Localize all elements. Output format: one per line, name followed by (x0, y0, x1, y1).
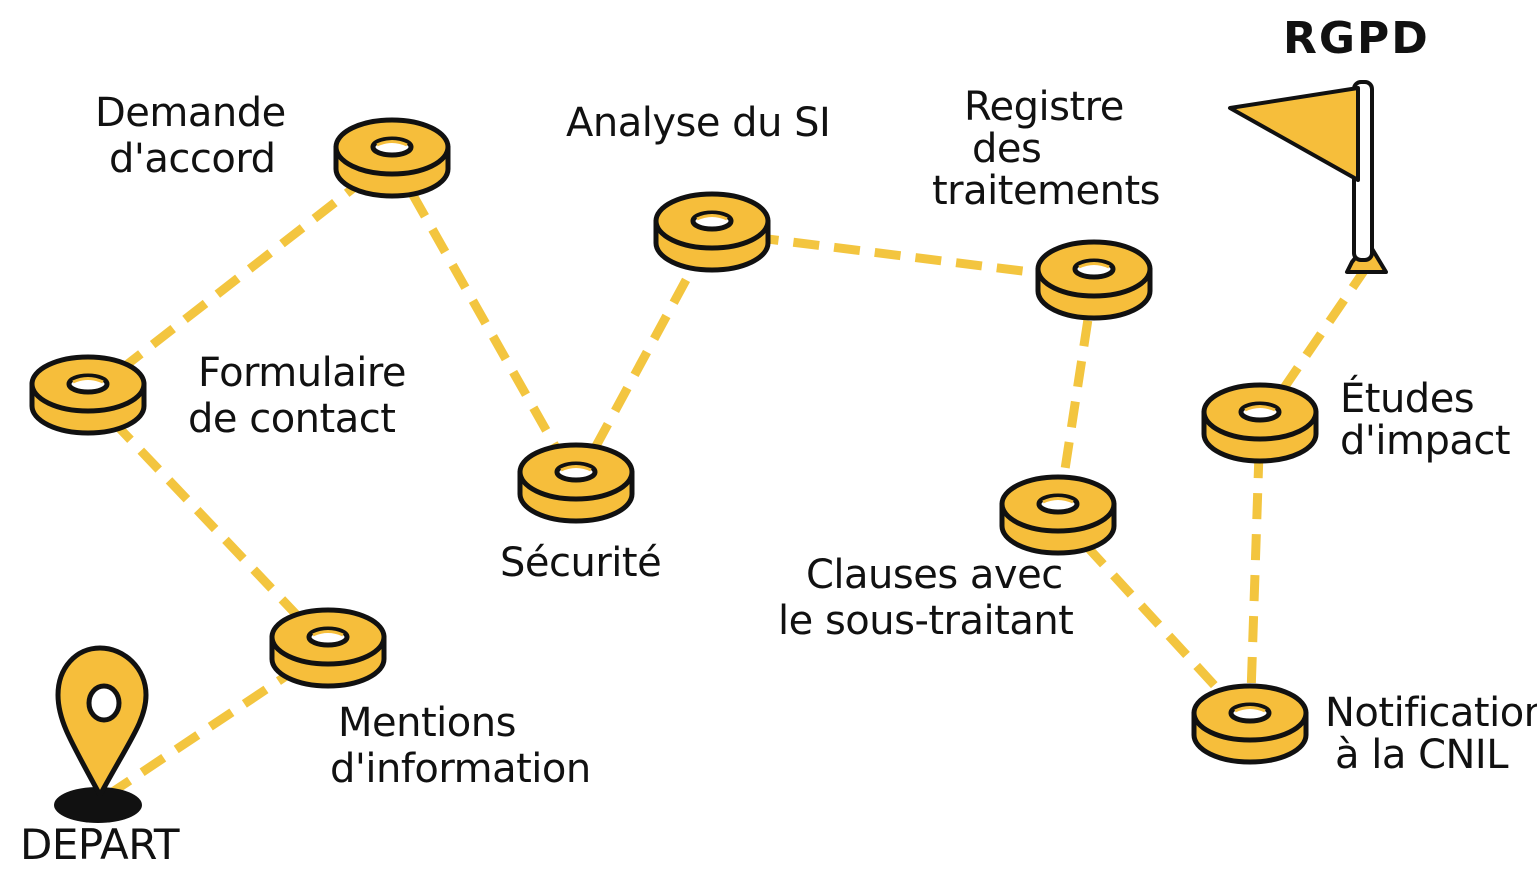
start-marker (54, 645, 149, 823)
step-label-analyse: Analyse du SI (566, 100, 831, 146)
goal-title: RGPD (1283, 13, 1430, 64)
step-node-securite (517, 442, 635, 524)
route-segment (85, 154, 395, 399)
step-node-notification (1191, 683, 1309, 765)
step-nodes (29, 117, 1319, 765)
start-label: DEPART (20, 820, 180, 869)
step-node-registre (1035, 239, 1153, 321)
step-node-etudes (1201, 382, 1319, 464)
flag-icon (1228, 80, 1388, 274)
route-segment (1256, 265, 1370, 426)
step-node-analyse (653, 191, 771, 273)
route-segment (711, 227, 1095, 285)
route-segment (572, 229, 716, 486)
step-node-clauses (999, 474, 1117, 556)
route-segment (1245, 422, 1265, 725)
step-label-securite: Sécurité (500, 540, 662, 586)
step-node-demande (333, 117, 451, 199)
route-segment (84, 391, 332, 652)
step-node-mentions (269, 607, 387, 689)
step-node-formulaire (29, 354, 147, 436)
route-segment (388, 155, 580, 486)
